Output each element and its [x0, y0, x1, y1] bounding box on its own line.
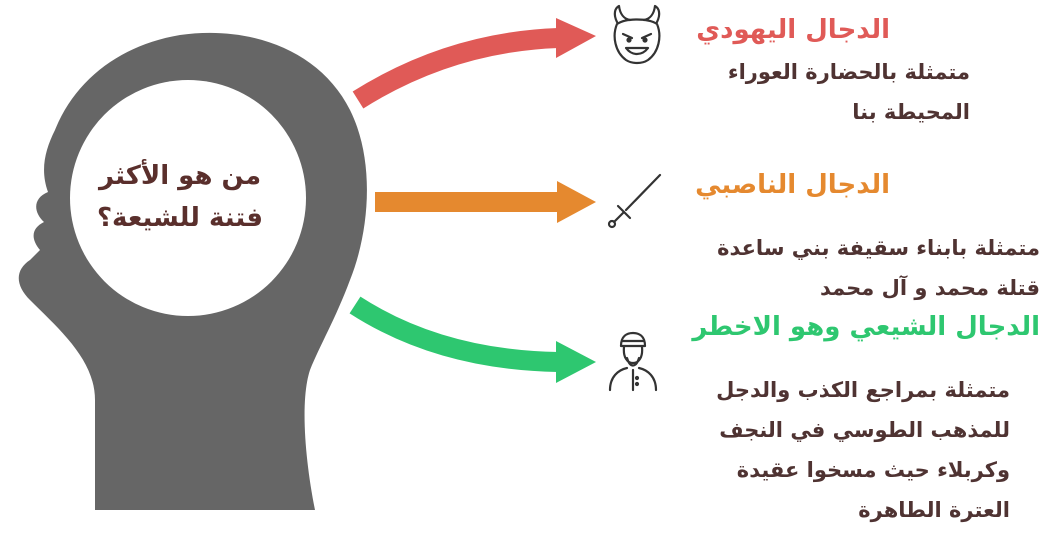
arrow-head-1: [556, 18, 596, 58]
arrow-to-shia-dajjal: [349, 296, 559, 372]
item-3-desc-line-2: للمذهب الطوسي في النجف: [719, 418, 1010, 442]
devil-face-icon: [613, 4, 661, 65]
item-2-heading: الدجال الناصبي: [695, 170, 890, 200]
item-2-description: متمثلة بابناء سقيفة بني ساعدة قتلة محمد …: [717, 228, 1040, 308]
item-3-desc-line-1: متمثلة بمراجع الكذب والدجل: [716, 378, 1010, 402]
arrow-to-nasibi-dajjal: [375, 192, 560, 212]
item-1-desc-line-1: متمثلة بالحضارة العوراء: [727, 60, 970, 84]
item-2-desc-line-1: متمثلة بابناء سقيفة بني ساعدة: [717, 236, 1040, 260]
arrow-to-jewish-dajjal: [352, 28, 559, 109]
item-3-heading: الدجال الشيعي وهو الاخطر: [692, 312, 1040, 342]
item-1-heading: الدجال اليهودي: [696, 15, 890, 45]
arrow-head-3: [556, 341, 596, 383]
head-circle: [70, 80, 306, 316]
item-1-desc-line-2: المحيطة بنا: [852, 100, 970, 124]
arrow-head-2: [557, 181, 596, 223]
question-line-2: فتنة للشيعة؟: [96, 203, 264, 233]
item-3-desc-line-3: وكربلاء حيث مسخوا عقيدة: [736, 458, 1010, 482]
sword-icon: [607, 173, 662, 229]
central-question: من هو الأكثر فتنة للشيعة؟: [40, 155, 320, 239]
item-3-desc-line-4: العترة الطاهرة: [858, 498, 1010, 522]
cleric-icon: [608, 331, 658, 392]
item-1-description: متمثلة بالحضارة العوراء المحيطة بنا: [728, 52, 970, 132]
question-line-1: من هو الأكثر: [98, 161, 262, 191]
item-3-description: متمثلة بمراجع الكذب والدجل للمذهب الطوسي…: [716, 370, 1010, 530]
item-2-desc-line-2: قتلة محمد و آل محمد: [819, 276, 1040, 300]
